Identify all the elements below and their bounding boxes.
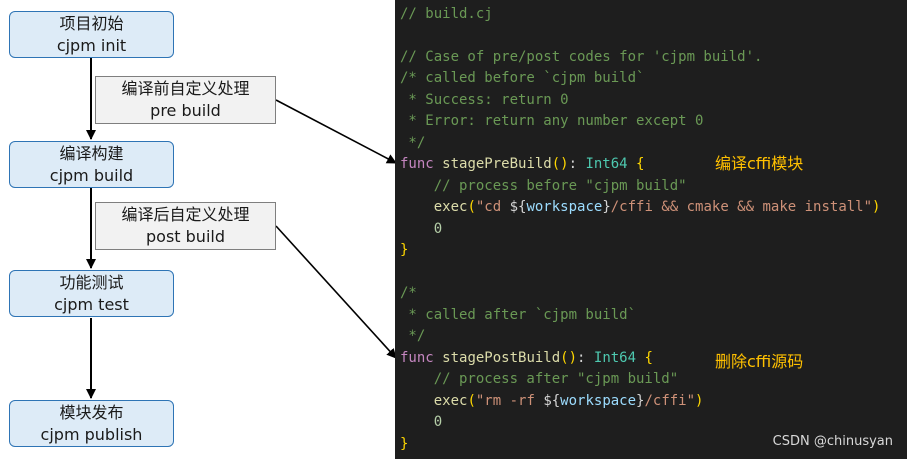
code-token: } xyxy=(602,199,611,215)
code-line: exec("cd ${workspace}/cffi && cmake && m… xyxy=(400,197,881,218)
code-line: // process before "cjpm build" xyxy=(400,176,687,197)
code-line: */ xyxy=(400,133,425,154)
code-token xyxy=(400,371,434,387)
code-token: 0 xyxy=(433,414,443,430)
code-token: ( xyxy=(467,199,476,215)
code-token: : xyxy=(568,156,586,172)
code-token xyxy=(400,178,434,194)
code-token: * called after `cjpm build` xyxy=(400,306,637,323)
code-token: // build.cj xyxy=(400,5,493,22)
code-token: ${ xyxy=(543,392,561,409)
step-title: 编译构建 xyxy=(59,143,124,163)
code-line: /* xyxy=(400,283,417,304)
code-token: /cffi && cmake && make install" xyxy=(610,199,873,215)
code-token: } xyxy=(400,435,409,452)
code-token: () xyxy=(560,349,578,366)
step-title: 功能测试 xyxy=(59,272,124,292)
code-token: { xyxy=(644,349,653,366)
code-line: } xyxy=(400,434,408,455)
code-token: // Case of pre/post codes for 'cjpm buil… xyxy=(400,48,763,65)
step-module-publish: 模块发布 cjpm publish xyxy=(9,400,174,447)
hook-command: post build xyxy=(146,227,225,246)
code-token: } xyxy=(636,392,645,409)
hook-title: 编译后自定义处理 xyxy=(121,205,250,224)
code-token: Int64 xyxy=(585,156,628,172)
code-token: ${ xyxy=(509,199,527,215)
code-line: func stagePreBuild(): Int64 { xyxy=(400,154,644,175)
code-token: "cd xyxy=(475,199,510,215)
code-token: exec xyxy=(433,392,468,409)
code-token: { xyxy=(636,156,645,172)
code-token: // process after "cjpm build" xyxy=(433,371,679,387)
code-token: func xyxy=(400,349,443,366)
code-line: * Success: return 0 xyxy=(400,90,569,111)
code-token: /* called before `cjpm build` xyxy=(400,70,645,86)
step-command: cjpm publish xyxy=(40,424,143,444)
code-token: "rm -rf xyxy=(475,392,544,409)
code-token: * Error: return any number except 0 xyxy=(400,113,704,129)
annotation-compile-cffi: 编译cffi模块 xyxy=(715,154,804,173)
arrow-pre-build-to-code xyxy=(275,99,397,164)
code-token: () xyxy=(551,156,569,172)
hook-post-build: 编译后自定义处理 post build xyxy=(95,202,276,250)
code-line: // build.cj xyxy=(400,4,493,25)
code-line: 0 xyxy=(400,412,442,433)
code-token: ( xyxy=(467,392,476,409)
arrow-post-build-to-code xyxy=(275,225,397,359)
hook-pre-build: 编译前自定义处理 pre build xyxy=(95,76,276,124)
hook-command: pre build xyxy=(150,101,221,120)
code-token: 0 xyxy=(433,220,443,237)
code-line: } xyxy=(400,240,408,261)
code-token: Int64 xyxy=(593,349,637,366)
code-token: */ xyxy=(400,134,426,151)
code-token: */ xyxy=(400,328,426,344)
code-line: func stagePostBuild(): Int64 { xyxy=(400,348,653,369)
code-token: stagePostBuild xyxy=(442,349,561,366)
code-token: ) xyxy=(872,199,881,215)
code-token: } xyxy=(400,242,409,258)
code-token xyxy=(628,156,636,172)
step-project-init: 项目初始 cjpm init xyxy=(9,11,174,58)
code-token: func xyxy=(400,156,443,172)
code-line: // Case of pre/post codes for 'cjpm buil… xyxy=(400,47,762,68)
step-command: cjpm init xyxy=(56,35,127,55)
code-token: workspace xyxy=(526,199,603,215)
code-token: * Success: return 0 xyxy=(400,91,569,108)
code-token: : xyxy=(577,349,594,366)
code-token xyxy=(400,221,434,237)
code-token: stagePreBuild xyxy=(442,156,552,172)
code-token: /* xyxy=(400,285,417,301)
code-token: workspace xyxy=(560,392,637,409)
code-editor-panel: // build.cj // Case of pre/post codes for… xyxy=(395,0,907,459)
code-token: /cffi" xyxy=(644,392,696,409)
step-function-test: 功能测试 cjpm test xyxy=(9,270,174,317)
hook-title: 编译前自定义处理 xyxy=(121,79,250,98)
code-line: // process after "cjpm build" xyxy=(400,369,678,390)
annotation-delete-cffi: 删除cffi源码 xyxy=(715,352,804,371)
code-line: */ xyxy=(400,326,425,347)
step-compile-build: 编译构建 cjpm build xyxy=(9,141,174,188)
code-token xyxy=(400,414,434,430)
code-line: exec("rm -rf ${workspace}/cffi") xyxy=(400,391,704,412)
code-line: 0 xyxy=(400,219,442,240)
code-token xyxy=(400,199,434,215)
code-line: * Error: return any number except 0 xyxy=(400,111,703,132)
code-token: // process before "cjpm build" xyxy=(433,177,687,194)
step-command: cjpm test xyxy=(54,294,129,314)
watermark: CSDN @chinusyan xyxy=(772,434,893,449)
code-line: /* called before `cjpm build` xyxy=(400,68,644,89)
step-title: 模块发布 xyxy=(59,402,124,422)
step-command: cjpm build xyxy=(49,165,134,185)
code-token: ) xyxy=(695,392,704,409)
code-token: exec xyxy=(433,199,468,215)
step-title: 项目初始 xyxy=(59,13,124,33)
code-line: * called after `cjpm build` xyxy=(400,305,636,326)
code-token xyxy=(400,393,434,409)
